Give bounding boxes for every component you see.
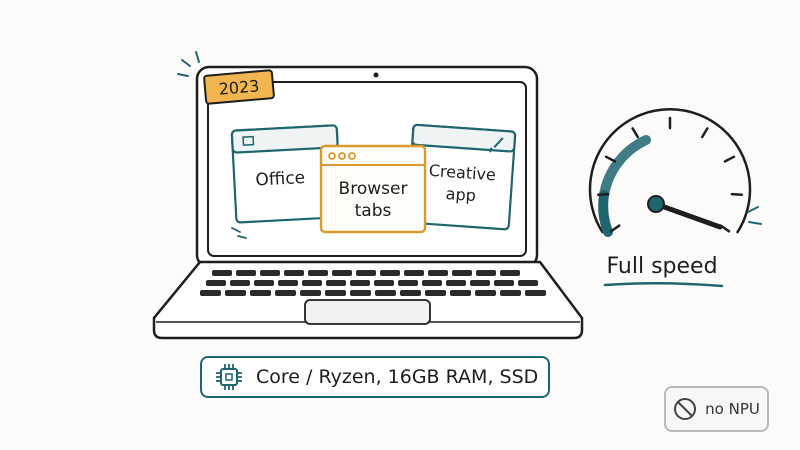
creative-app-window: Creative app <box>405 123 517 231</box>
window-dot-icon <box>348 152 356 160</box>
prohibited-icon <box>674 398 697 420</box>
specs-box: Core / Ryzen, 16GB RAM, SSD <box>200 356 550 398</box>
browser-window: Browser tabs <box>319 144 427 234</box>
keyboard <box>200 270 546 296</box>
keyboard-key <box>428 270 448 276</box>
keyboard-key <box>375 290 396 296</box>
sparkle-lines-topleft <box>177 51 200 77</box>
keyboard-key <box>404 270 424 276</box>
keyboard-key <box>518 280 538 286</box>
gauge-tick <box>730 192 744 196</box>
keyboard-key <box>425 290 446 296</box>
year-badge-text: 2023 <box>217 75 261 99</box>
keyboard-key <box>350 280 370 286</box>
gauge-tick <box>609 224 621 233</box>
keyboard-key <box>494 280 514 286</box>
keyboard-key <box>206 280 226 286</box>
keyboard-key <box>254 280 274 286</box>
keyboard-key <box>452 270 472 276</box>
trackpad <box>304 299 431 325</box>
keyboard-key <box>380 270 400 276</box>
keyboard-key <box>275 290 296 296</box>
brush-icon <box>489 137 504 153</box>
keyboard-key <box>450 290 471 296</box>
office-window: Office <box>230 124 343 224</box>
gauge-tick <box>604 155 617 163</box>
keyboard-key <box>525 290 546 296</box>
window-dot-icon <box>328 152 336 160</box>
no-npu-badge: no NPU <box>664 386 769 432</box>
browser-label-line1: Browser <box>339 179 408 199</box>
browser-label-line2: tabs <box>355 201 392 221</box>
gauge-tick <box>723 155 736 163</box>
keyboard-key <box>400 290 421 296</box>
gauge-hub <box>647 195 665 213</box>
webcam-icon <box>373 72 379 78</box>
keyboard-key <box>470 280 490 286</box>
cpu-chip-icon <box>216 364 242 390</box>
keyboard-key <box>356 270 376 276</box>
keyboard-key <box>308 270 328 276</box>
keyboard-key <box>500 270 520 276</box>
keyboard-key <box>250 290 271 296</box>
keyboard-key <box>278 280 298 286</box>
keyboard-key <box>398 280 418 286</box>
keyboard-key <box>260 270 280 276</box>
keyboard-key <box>212 270 232 276</box>
keyboard-key <box>475 290 496 296</box>
document-icon <box>242 135 255 146</box>
keyboard-key <box>500 290 521 296</box>
sparkle-lines-gauge <box>747 206 762 225</box>
keyboard-key <box>446 280 466 286</box>
keyboard-key <box>325 290 346 296</box>
specs-text: Core / Ryzen, 16GB RAM, SSD <box>256 366 539 388</box>
creative-label-line2: app <box>445 184 476 205</box>
year-badge: 2023 <box>202 69 276 105</box>
keyboard-key <box>225 290 246 296</box>
keyboard-key <box>374 280 394 286</box>
keyboard-key <box>200 290 221 296</box>
keyboard-key <box>300 290 321 296</box>
sparkle-lines-screen <box>231 227 247 239</box>
keyboard-key <box>236 270 256 276</box>
keyboard-key <box>332 270 352 276</box>
gauge-label: Full speed <box>606 254 717 279</box>
keyboard-key <box>284 270 304 276</box>
gauge-tick <box>700 127 709 139</box>
creative-label-line1: Creative <box>428 161 496 185</box>
keyboard-key <box>350 290 371 296</box>
gauge-needle <box>653 201 723 230</box>
keyboard-key <box>476 270 496 276</box>
keyboard-key <box>302 280 322 286</box>
keyboard-key <box>422 280 442 286</box>
keyboard-key <box>230 280 250 286</box>
keyboard-key <box>326 280 346 286</box>
speed-gauge <box>588 108 752 237</box>
gauge-tick <box>596 192 610 196</box>
office-label: Office <box>255 168 306 191</box>
gauge-label-underline <box>603 281 724 288</box>
gauge-tick <box>631 127 640 139</box>
window-dot-icon <box>338 152 346 160</box>
no-npu-text: no NPU <box>705 400 760 418</box>
